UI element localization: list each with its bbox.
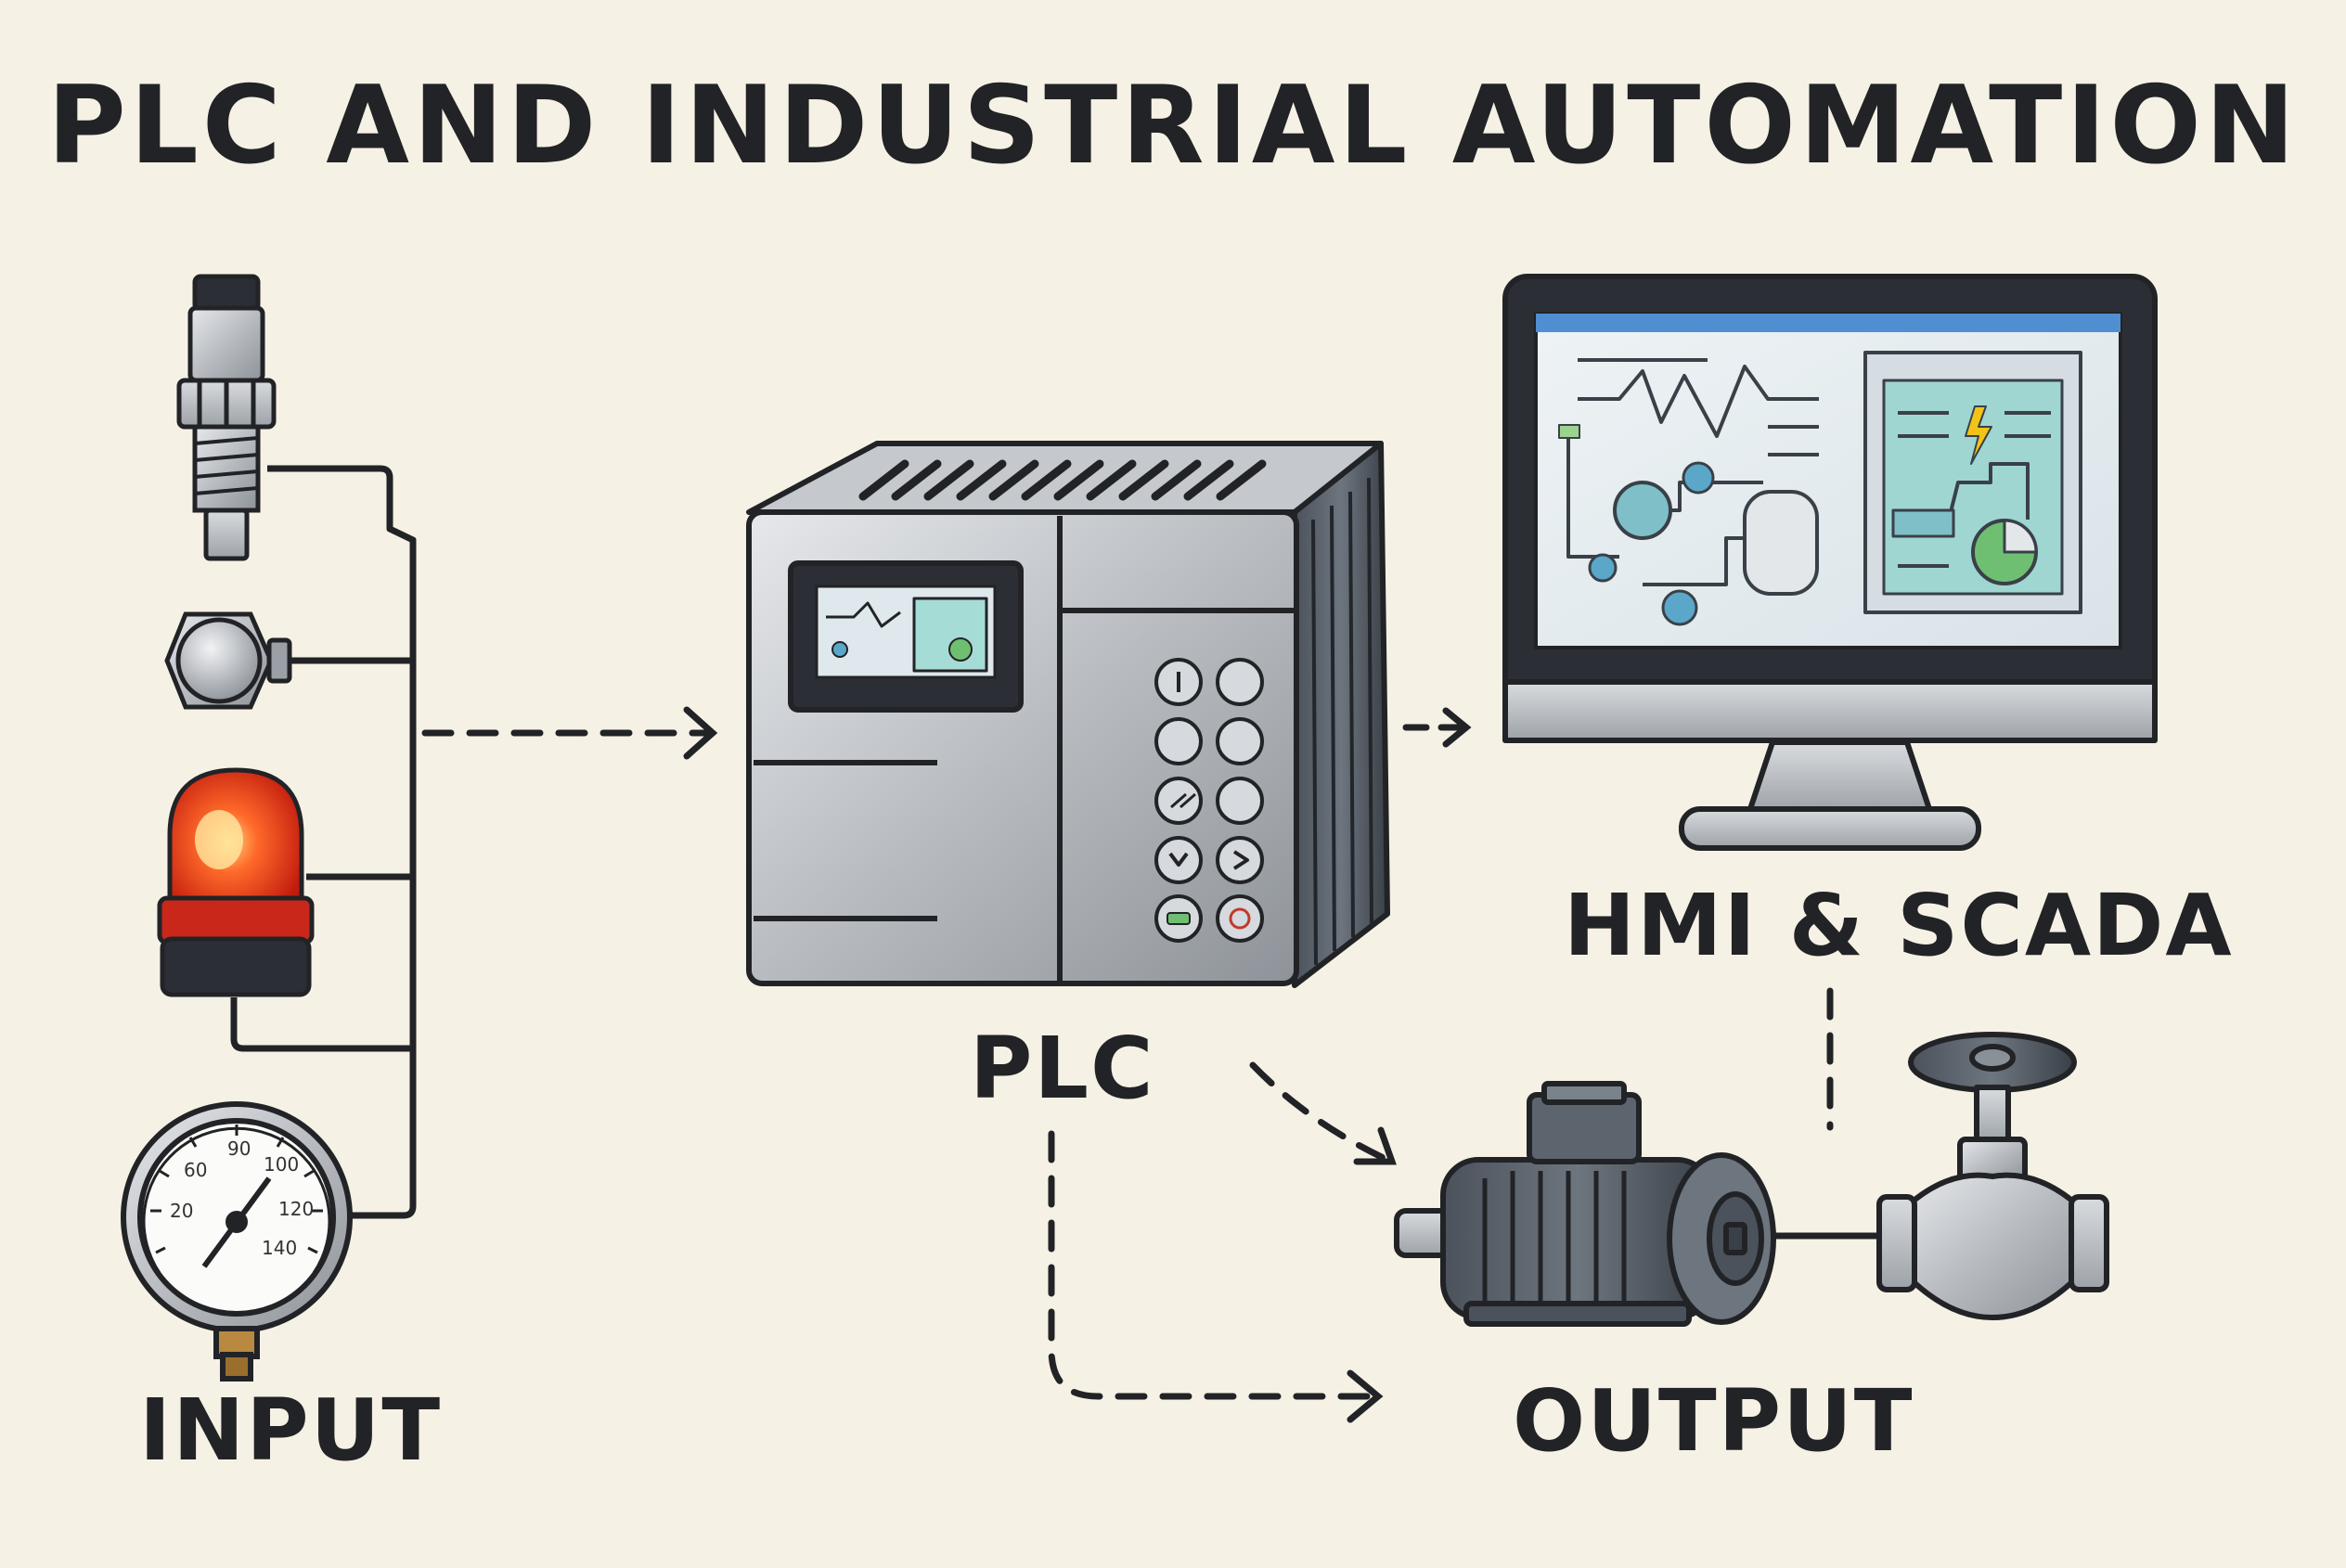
gauge-tick-100: 100 bbox=[264, 1153, 299, 1176]
gauge-tick-60: 60 bbox=[184, 1159, 207, 1181]
warning-beacon-icon bbox=[157, 767, 315, 997]
gauge-tick-140: 140 bbox=[262, 1237, 297, 1259]
gauge-scale-labels: 20 60 90 100 120 140 bbox=[170, 1137, 314, 1259]
flow-arrows bbox=[421, 706, 1883, 1423]
plc-label: PLC bbox=[970, 1019, 1155, 1118]
gauge-tick-90: 90 bbox=[227, 1137, 251, 1160]
valve-icon bbox=[1876, 1032, 2109, 1320]
arrow-plc-to-output bbox=[1048, 1130, 1373, 1400]
gauge-tick-120: 120 bbox=[278, 1198, 314, 1220]
input-label: INPUT bbox=[139, 1381, 443, 1480]
monitor-icon bbox=[1502, 274, 2158, 851]
diagram-title: PLC AND INDUSTRIAL AUTOMATION bbox=[46, 63, 2300, 188]
pressure-sensor-icon bbox=[176, 274, 277, 561]
hmi-scada-label: HMI & SCADA bbox=[1564, 876, 2234, 975]
arrow-plc-to-motor bbox=[1249, 1061, 1391, 1163]
pressure-gauge-icon bbox=[121, 1101, 353, 1382]
electric-motor-icon bbox=[1394, 1081, 1776, 1327]
gauge-tick-20: 20 bbox=[170, 1200, 193, 1222]
output-label: OUTPUT bbox=[1513, 1371, 1914, 1471]
input-wiring bbox=[230, 465, 417, 1219]
proximity-sensor-icon bbox=[164, 611, 292, 710]
plc-unit-icon bbox=[746, 441, 1390, 988]
